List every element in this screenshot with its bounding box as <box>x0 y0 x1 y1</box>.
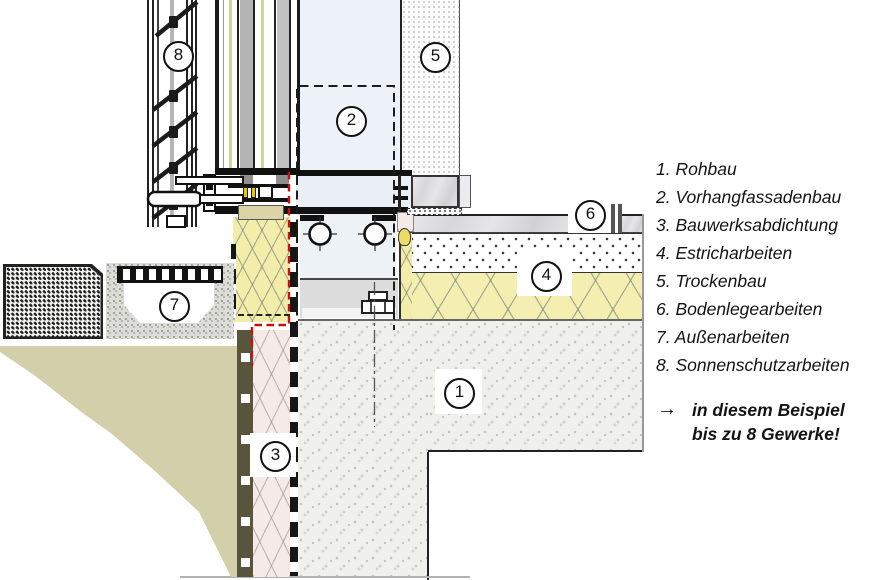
joint-filler-wedge <box>397 212 414 232</box>
seal-line-red <box>250 172 291 366</box>
frame-slot <box>258 185 273 199</box>
anchor-bolt-nut <box>361 300 395 314</box>
sill-board <box>238 205 284 220</box>
note-line-1: in diesem Beispiel <box>692 400 845 420</box>
bracket-top-weld <box>300 215 324 221</box>
bracket-top-weld <box>372 215 396 221</box>
wool-bottom-dashed <box>238 314 290 316</box>
transom-top-flange <box>296 170 412 176</box>
sealant-bead <box>398 228 411 246</box>
callout-8-sonnenschutz: 8 <box>163 41 194 72</box>
callout-7-aussenarbeiten: 7 <box>159 291 190 322</box>
shade-track-capsule <box>146 190 204 208</box>
edge-insulation-strip <box>399 233 412 320</box>
mullion-gray-band-2 <box>277 0 289 172</box>
thermal-break-mark <box>251 187 256 198</box>
console-base-strip <box>302 308 396 318</box>
shade-bracket-arm-lower <box>199 194 244 204</box>
mullion-line <box>274 0 276 172</box>
door-profile-bar <box>618 204 622 233</box>
mullion-line <box>289 0 291 172</box>
shade-rail <box>152 0 154 227</box>
legend-item-3: 3. Bauwerksabdichtung <box>656 215 838 235</box>
drawing-bottom-edge <box>180 576 470 578</box>
thermal-break-mark <box>243 187 248 198</box>
legend-item-5: 5. Trockenbau <box>656 271 767 291</box>
callout-1-rohbau: 1 <box>444 378 475 409</box>
frame-top-band <box>215 168 296 175</box>
section-cut-edge <box>642 214 644 452</box>
trade2-dashed-box <box>296 85 395 330</box>
callout-2-vorhangfassade: 2 <box>336 106 367 137</box>
arrow-icon: → <box>657 398 677 420</box>
drainage-grate <box>117 266 223 283</box>
drywall-panel <box>400 0 460 175</box>
slab-notch-edge-h <box>428 450 643 452</box>
anchor-bolt-nut-line <box>384 302 386 312</box>
protection-board <box>237 330 253 577</box>
skirting-side-strip <box>459 175 471 208</box>
shade-rail <box>147 0 149 227</box>
legend-item-7: 7. Außenarbeiten <box>656 327 790 347</box>
mineral-wool-block <box>233 217 291 322</box>
glass-pane-line-2 <box>261 0 264 172</box>
callout-3-abdichtung: 3 <box>260 441 291 472</box>
skirting-block <box>411 175 459 208</box>
concrete-slab-left <box>298 320 428 577</box>
frame-end-cap-slot <box>206 182 213 190</box>
legend: 1. Rohbau 2. Vorhangfassadenbau 3. Bauwe… <box>656 155 870 379</box>
shade-rail <box>186 0 188 227</box>
legend-item-6: 6. Bodenlegearbeiten <box>656 299 823 319</box>
legend-note: → in diesem Beispiel bis zu 8 Gewerke! <box>657 398 845 446</box>
anchor-bolts <box>303 217 392 251</box>
anchor-bolt-nut-line <box>370 302 372 312</box>
legend-item-1: 1. Rohbau <box>656 159 737 179</box>
callout-6-bodenleger: 6 <box>575 200 606 231</box>
shade-bracket-arm-upper <box>175 176 244 185</box>
glass-pane-line-1 <box>229 0 232 172</box>
louver-slats <box>151 0 199 220</box>
slab-notch-edge-v <box>427 452 429 580</box>
legend-item-2: 2. Vorhangfassadenbau <box>656 187 842 207</box>
shade-rail <box>157 0 159 227</box>
callout-5-trockenbau: 5 <box>420 42 451 73</box>
floor-covering-right <box>622 214 643 233</box>
transom-fixing-mark <box>393 186 408 190</box>
mullion-outer-face <box>215 0 219 172</box>
earth-slope <box>0 346 237 577</box>
paving-block <box>5 266 101 337</box>
waterproofing-membrane <box>290 222 298 577</box>
legend-item-8: 8. Sonnenschutzarbeiten <box>656 355 850 375</box>
note-line-2: bis zu 8 Gewerke! <box>692 424 840 444</box>
transom-fixing-mark <box>393 196 408 200</box>
mullion-inner-face <box>297 0 300 172</box>
legend-item-4: 4. Estricharbeiten <box>656 243 793 263</box>
transom-bottom-flange <box>296 207 408 214</box>
shade-rail-foot <box>166 215 186 228</box>
skirting-bed-joint <box>407 208 462 215</box>
floor-covering-left <box>408 214 568 233</box>
door-profile-bar <box>611 204 615 233</box>
callout-4-estrich: 4 <box>531 261 562 292</box>
mullion-line <box>237 0 239 172</box>
slab-top-line <box>298 319 643 321</box>
inner-face-line <box>398 175 401 215</box>
shade-rail-gray <box>170 0 174 227</box>
mullion-line <box>223 0 224 172</box>
frame-channel-bottom <box>228 198 290 202</box>
mullion-gray-band-1 <box>240 0 253 172</box>
mullion-line <box>253 0 255 172</box>
